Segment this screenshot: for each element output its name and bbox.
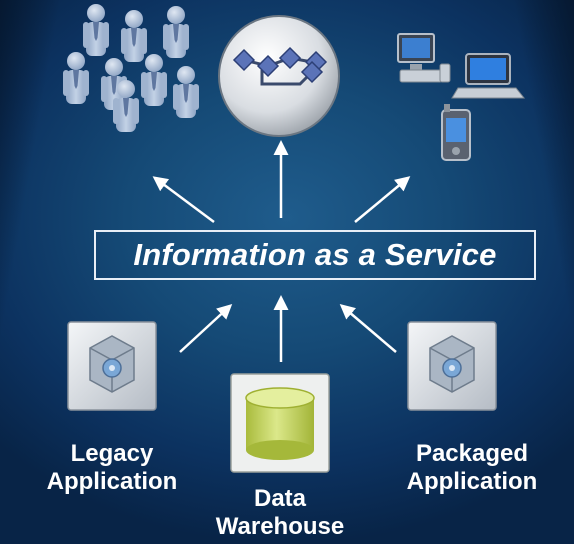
warehouse-label-line1: Data xyxy=(253,485,307,512)
information-service-box: Information as a Service xyxy=(94,230,536,280)
pda-icon xyxy=(441,104,471,161)
arrow-to-people xyxy=(152,176,215,224)
information-service-label: Information as a Service xyxy=(133,237,497,272)
laptop-icon xyxy=(451,53,526,99)
arrow-from-legacy xyxy=(179,303,233,353)
arrow-to-devices xyxy=(354,176,411,223)
data-warehouse-cylinder-icon xyxy=(230,373,330,473)
legacy-application-cube-icon xyxy=(67,321,157,411)
packaged-application-label: Packaged Application xyxy=(382,440,562,496)
desktop-computer-icon xyxy=(397,33,451,83)
packaged-label-line2: Application xyxy=(406,468,538,495)
process-flow-icon xyxy=(218,15,340,137)
people-icon xyxy=(63,4,199,132)
devices-icon xyxy=(397,33,526,161)
arrow-from-packaged xyxy=(339,304,397,353)
legacy-label-line2: Application xyxy=(46,468,178,495)
packaged-label-line1: Packaged xyxy=(415,440,529,467)
data-warehouse-label: Data Warehouse xyxy=(190,485,370,541)
legacy-label-line1: Legacy xyxy=(70,440,154,467)
warehouse-label-line2: Warehouse xyxy=(215,513,345,540)
packaged-application-cube-icon xyxy=(407,321,497,411)
legacy-application-label: Legacy Application xyxy=(26,440,198,496)
